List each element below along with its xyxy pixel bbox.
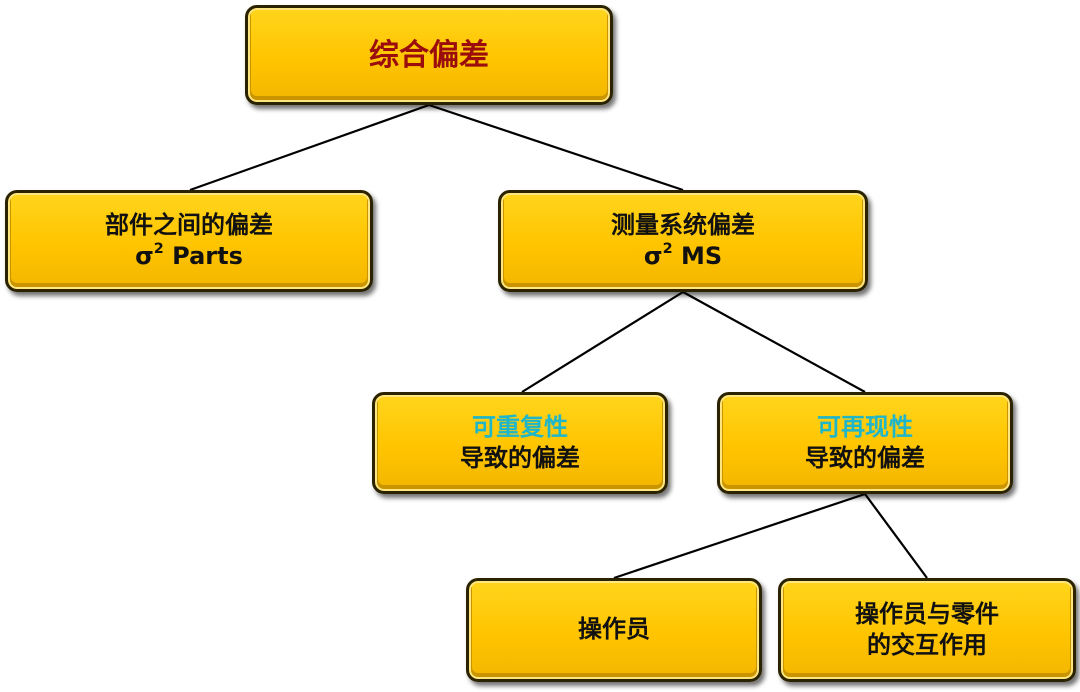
node-reproducibility-highlight: 可再现性 [817,412,913,441]
node-reproducibility-variation: 可再现性 导致的偏差 [717,392,1013,494]
node-repeatability-variation: 可重复性 导致的偏差 [372,392,668,494]
connector-reproducibility-operator [613,492,866,580]
sigma-symbol: σ [643,242,663,270]
node-total-variation: 综合偏差 [245,5,613,105]
formula-suffix: MS [672,242,723,270]
node-part-variation-title: 部件之间的偏差 [105,210,273,239]
node-measurement-system-formula: σ2 MS [644,241,722,272]
node-interaction-line1: 操作员与零件 [855,599,999,628]
connector-ms-reproducibility [682,291,866,393]
sigma-exponent: 2 [153,241,164,258]
node-part-variation-formula: σ2 Parts [135,241,243,272]
node-interaction-line2: 的交互作用 [867,631,987,659]
connector-root-ms [428,103,684,192]
node-measurement-system-title: 测量系统偏差 [611,210,755,239]
node-total-variation-label: 综合偏差 [369,37,489,73]
node-operator-part-interaction: 操作员与零件 的交互作用 [778,578,1076,682]
connector-reproducibility-interaction [864,493,928,579]
connector-ms-repeatability [521,291,684,393]
node-operator-label: 操作员 [578,615,650,644]
node-operator: 操作员 [466,578,762,682]
connector-root-parts [189,103,430,192]
sigma-symbol: σ [135,242,154,270]
sigma-exponent: 2 [662,241,673,258]
node-repeatability-caption: 导致的偏差 [460,444,580,472]
node-part-variation: 部件之间的偏差 σ2 Parts [5,190,373,292]
formula-suffix: Parts [163,242,243,270]
node-repeatability-highlight: 可重复性 [472,412,568,441]
node-measurement-system-variation: 测量系统偏差 σ2 MS [498,190,868,292]
node-reproducibility-caption: 导致的偏差 [805,444,925,472]
